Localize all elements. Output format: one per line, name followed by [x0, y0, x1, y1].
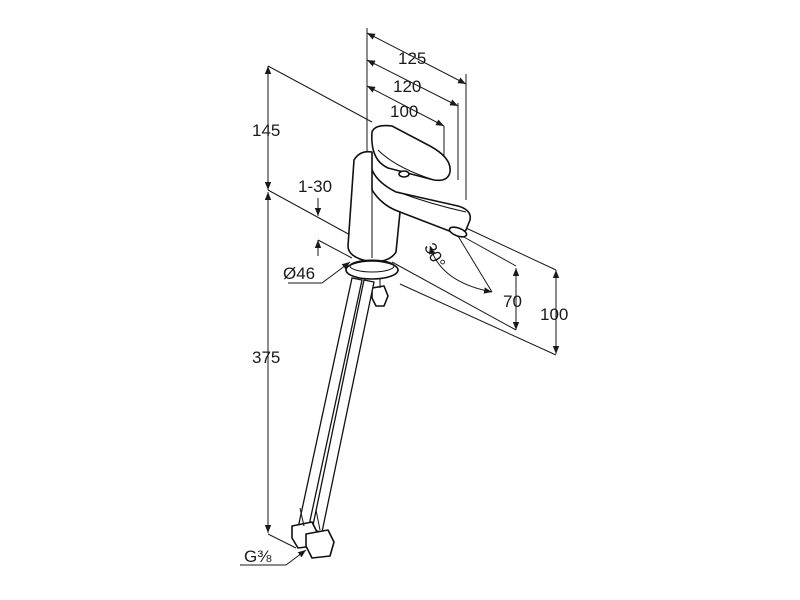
label-angle: 30° — [420, 240, 449, 272]
faucet-column — [347, 150, 401, 263]
right-dimensions: 30° 70 100 — [391, 227, 568, 356]
ext-bottom-375 — [267, 533, 297, 549]
leader-diameter — [321, 261, 351, 284]
label-diameter: Ø46 — [283, 264, 315, 283]
label-70: 70 — [503, 292, 522, 311]
ext-top-145 — [267, 65, 373, 123]
hose-connector-right — [305, 529, 335, 559]
ext-1-30 — [317, 239, 353, 259]
top-dimensions: 125 120 100 — [366, 28, 467, 200]
left-dimensions: 145 375 — [252, 65, 373, 549]
mounting-nut — [371, 285, 389, 307]
base-dimensions: 1-30 Ø46 — [283, 177, 353, 284]
spout-edge — [397, 191, 467, 213]
angle-ray — [457, 235, 493, 293]
ext-spout-top — [465, 227, 557, 271]
faucet-body — [345, 124, 472, 307]
hose-crimp-right — [315, 509, 321, 531]
label-375: 375 — [252, 348, 280, 367]
lever-pivot — [398, 170, 410, 178]
label-125: 125 — [398, 49, 426, 68]
label-1-30: 1-30 — [298, 177, 332, 196]
aerator — [448, 226, 468, 238]
lever-edge — [377, 149, 435, 181]
ext-spout-outlet — [461, 235, 517, 267]
ext-base-line — [267, 189, 353, 237]
hose-crimp-left — [299, 507, 305, 527]
dim-line-100 — [366, 85, 445, 127]
label-100-side: 100 — [540, 305, 568, 324]
label-145: 145 — [252, 121, 280, 140]
label-120: 120 — [393, 77, 421, 96]
thread-dimension: G⅜ — [240, 547, 307, 566]
ext-base-70 — [391, 261, 517, 331]
base-ring — [345, 260, 399, 280]
leader-thread — [285, 549, 307, 566]
label-thread: G⅜ — [244, 547, 272, 566]
supply-hoses — [291, 277, 375, 559]
ext-base-100 — [399, 283, 557, 356]
lever-handle — [371, 124, 451, 182]
dim-arc-30 — [429, 245, 493, 294]
base-ring-inner — [349, 259, 395, 273]
label-100-top: 100 — [390, 102, 418, 121]
